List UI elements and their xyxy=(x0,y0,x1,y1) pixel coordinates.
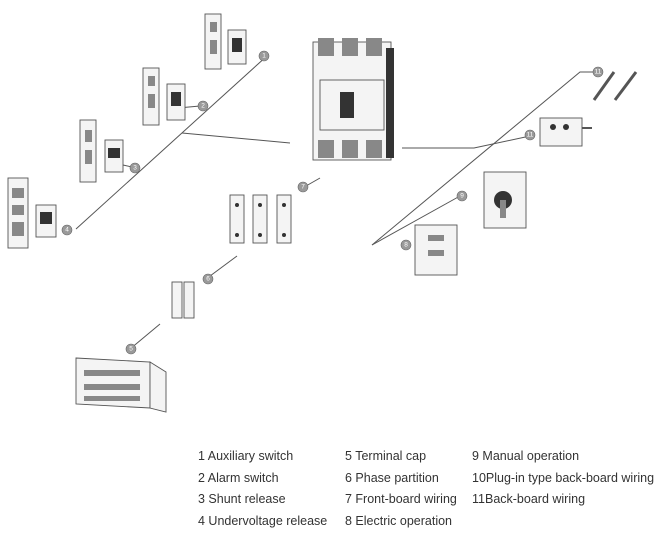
svg-text:1: 1 xyxy=(262,53,266,60)
shunt-release-part xyxy=(79,119,124,183)
front-board-wiring-part xyxy=(229,194,292,244)
svg-text:2: 2 xyxy=(201,103,205,110)
phase-partition-part xyxy=(171,281,195,319)
legend-item: 4 Undervoltage release xyxy=(198,513,328,528)
legend-column-1: 1 Auxiliary switch 2 Alarm switch 3 Shun… xyxy=(198,446,327,532)
svg-text:5: 5 xyxy=(129,346,133,353)
svg-text:11: 11 xyxy=(527,132,534,139)
callout-8: 8 xyxy=(400,239,412,251)
callout-4: 4 xyxy=(61,224,73,236)
back-board-wiring-part xyxy=(592,71,638,101)
legend-item: 11Back-board wiring xyxy=(472,492,586,506)
legend-item: 10Plug-in type back-board wiring xyxy=(472,470,654,485)
svg-text:8: 8 xyxy=(404,242,408,249)
legend-item: 1 Auxiliary switch xyxy=(198,449,294,463)
callout-3: 3 xyxy=(129,162,141,174)
undervoltage-release-part xyxy=(7,177,57,249)
leader-lines xyxy=(75,54,598,350)
legend-item: 6 Phase partition xyxy=(345,470,439,485)
legend-item: 8 Electric operation xyxy=(345,513,453,528)
callout-1: 1 xyxy=(258,50,270,62)
alarm-switch-part xyxy=(142,67,186,126)
legend-item: 3 Shunt release xyxy=(198,492,286,506)
legend-column-3: 9 Manual operation 10Plug-in type back-b… xyxy=(472,446,654,511)
svg-text:9: 9 xyxy=(460,193,464,200)
callout-6: 6 xyxy=(202,273,214,285)
electric-operation-part xyxy=(414,224,458,276)
callout-2: 2 xyxy=(197,100,209,112)
callout-11: 11 xyxy=(592,66,604,78)
svg-text:3: 3 xyxy=(133,165,137,172)
auxiliary-switch-part xyxy=(204,13,247,70)
legend-item: 5 Terminal cap xyxy=(345,449,427,463)
legend-item: 2 Alarm switch xyxy=(198,470,279,485)
legend-item: 7 Front-board wiring xyxy=(345,492,457,506)
svg-text:6: 6 xyxy=(206,276,210,283)
callout-10: 11 xyxy=(524,129,536,141)
svg-text:7: 7 xyxy=(301,184,305,191)
svg-text:11: 11 xyxy=(595,69,602,76)
svg-text:4: 4 xyxy=(65,227,69,234)
legend-column-2: 5 Terminal cap 6 Phase partition 7 Front… xyxy=(345,446,457,532)
circuit-breaker-body xyxy=(312,38,394,161)
callout-9: 9 xyxy=(456,190,468,202)
manual-operation-part xyxy=(483,171,527,229)
plug-in-back-board-part xyxy=(539,117,592,147)
terminal-cap-part xyxy=(75,357,167,413)
callout-7: 7 xyxy=(297,181,309,193)
callout-5: 5 xyxy=(125,343,137,355)
legend-item: 9 Manual operation xyxy=(472,449,580,463)
